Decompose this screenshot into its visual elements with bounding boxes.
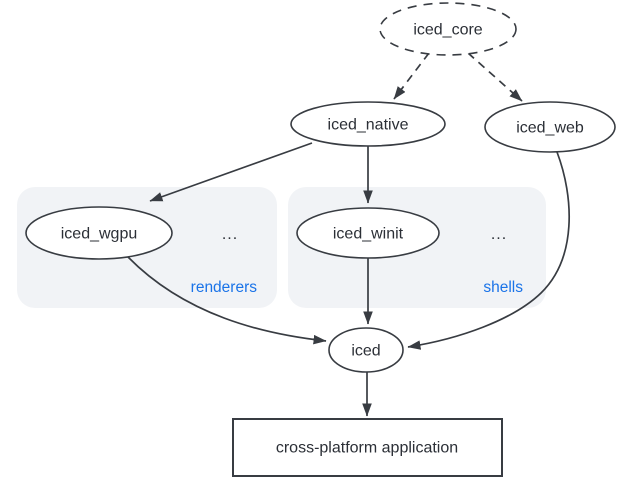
renderers-ellipsis: ... <box>222 226 238 243</box>
node-iced-native-label: iced_native <box>328 117 409 134</box>
node-iced-web-label: iced_web <box>516 120 584 137</box>
node-iced <box>328 327 404 373</box>
edge-iced_core-iced_web <box>467 52 523 102</box>
node-iced-winit <box>296 207 440 259</box>
renderers-group-label: renderers <box>191 279 258 296</box>
edge-iced_wgpu-iced <box>127 256 327 345</box>
node-iced-wgpu <box>25 206 173 260</box>
node-iced-core <box>379 2 517 56</box>
node-iced-core-label: iced_core <box>413 22 482 39</box>
node-application <box>232 418 503 477</box>
node-iced-web <box>484 101 616 153</box>
shells-group-label: shells <box>483 279 523 296</box>
node-iced-winit-label: iced_winit <box>333 226 404 243</box>
node-application-label: cross-platform application <box>276 440 458 457</box>
node-iced-label: iced <box>351 343 380 360</box>
node-iced-wgpu-label: iced_wgpu <box>61 226 138 243</box>
edge-iced_core-iced_native <box>393 52 430 100</box>
edge-iced_web-iced <box>407 151 570 350</box>
shells-ellipsis: ... <box>491 226 507 243</box>
edge-iced_native-iced_wgpu <box>149 142 313 202</box>
node-iced-native <box>290 101 446 147</box>
